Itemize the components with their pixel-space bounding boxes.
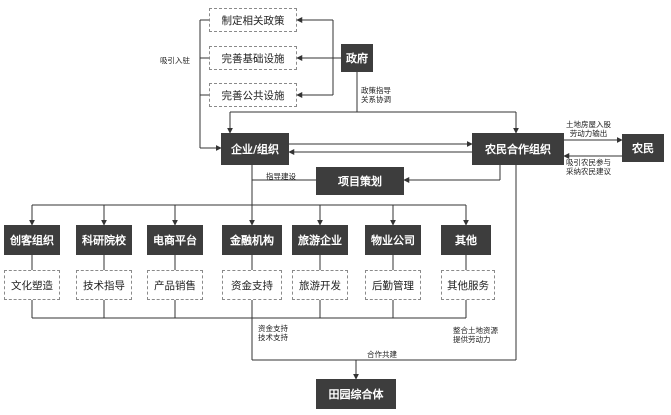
farmer-line-2: 采纳农民建议: [566, 167, 611, 176]
service-box: 后勤管理: [365, 270, 421, 300]
funding-label: 资金支持 技术支持: [258, 324, 288, 342]
attract-label: 吸引入驻: [160, 56, 190, 65]
category-node: 电商平台: [147, 225, 203, 255]
land-label: 土地房屋入股 劳动力输出: [566, 120, 611, 138]
government-node: 政府: [341, 44, 373, 72]
service-box: 产品销售: [147, 270, 203, 300]
integrate-line-1: 整合土地资源: [453, 326, 498, 335]
category-node: 科研院校: [76, 225, 132, 255]
category-node: 金融机构: [222, 225, 282, 255]
gov-guide-line-2: 关系协调: [361, 95, 391, 104]
cooperative-node: 农民合作组织: [472, 133, 564, 165]
category-node: 物业公司: [365, 225, 421, 255]
gov-guide-line-1: 政策指导: [361, 86, 391, 95]
category-node: 创客组织: [4, 225, 60, 255]
cooperate-label: 合作共建: [367, 350, 397, 359]
funding-line-2: 技术支持: [258, 333, 288, 342]
service-box: 资金支持: [222, 270, 282, 300]
public-facilities-box: 完善公共设施: [209, 83, 297, 107]
service-box: 文化塑造: [4, 270, 60, 300]
integrate-line-2: 提供劳动力: [453, 335, 491, 344]
land-line-2: 劳动力输出: [569, 129, 608, 138]
funding-line-1: 资金支持: [258, 324, 288, 333]
category-node: 其他: [441, 225, 491, 255]
farmers-node: 农民: [622, 134, 664, 162]
service-box: 技术指导: [76, 270, 132, 300]
service-box: 旅游开发: [292, 270, 348, 300]
enterprise-node: 企业/组织: [221, 133, 289, 165]
complex-node: 田园综合体: [316, 379, 396, 409]
guide-build-label: 指导建设: [266, 172, 296, 181]
land-line-1: 土地房屋入股: [566, 120, 611, 129]
farmer-line-1: 吸引农民参与: [566, 158, 611, 167]
infrastructure-box: 完善基础设施: [209, 46, 297, 70]
farmer-participation-label: 吸引农民参与 采纳农民建议: [566, 158, 611, 176]
category-node: 旅游企业: [292, 225, 348, 255]
policy-box: 制定相关政策: [209, 8, 297, 32]
service-box: 其他服务: [441, 270, 495, 300]
project-planning-node: 项目策划: [316, 167, 404, 195]
gov-guide-label: 政策指导 关系协调: [361, 86, 391, 104]
integrate-label: 整合土地资源 提供劳动力: [453, 326, 498, 344]
